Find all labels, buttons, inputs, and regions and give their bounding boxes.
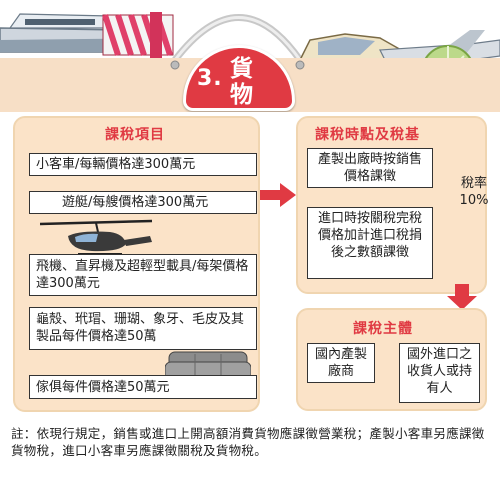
section-number: 3. bbox=[197, 66, 223, 91]
taxpayer-heading: 課稅主體 bbox=[353, 321, 413, 337]
tax-timing-heading: 課稅時點及稅基 bbox=[315, 127, 420, 143]
tax-items-panel: 課稅項目 小客車/每輛價格達300萬元 遊艇/每艘價格達300萬元 飛機、直昇機… bbox=[13, 116, 260, 412]
domestic-timing-box: 產製出廠時按銷售價格課徵 bbox=[307, 148, 433, 188]
arrow-right-icon bbox=[260, 183, 296, 207]
item-aircraft: 飛機、直昇機及超輕型載具/每架價格達300萬元 bbox=[29, 254, 257, 296]
arrow-down-icon bbox=[447, 284, 477, 310]
import-timing-box: 進口時按關稅完稅價格加計進口稅捐後之數額課徵 bbox=[307, 207, 433, 279]
section-title: 貨物 bbox=[230, 56, 253, 108]
luxury-goods-illustration bbox=[0, 12, 500, 112]
tax-rate: 稅率 10% bbox=[458, 175, 490, 209]
tax-timing-panel: 課稅時點及稅基 產製出廠時按銷售價格課徵 進口時按關稅完稅價格加計進口稅捐後之數… bbox=[296, 116, 490, 294]
footnote: 註：依現行規定，銷售或進口上開高額消費貨物應課徵營業稅；產製小客車另應課徵貨物稅… bbox=[11, 426, 485, 458]
gift-box-icon bbox=[102, 12, 174, 58]
item-yacht: 遊艇/每艘價格達300萬元 bbox=[29, 191, 257, 214]
tax-rate-value: 10% bbox=[459, 193, 489, 208]
tax-rate-label: 稅率 bbox=[460, 176, 487, 191]
item-furniture: 傢俱每件價格達50萬元 bbox=[29, 375, 257, 399]
item-luxury-materials: 龜殼、玳瑁、珊瑚、象牙、毛皮及其製品每件價格達50萬 bbox=[29, 307, 257, 350]
taxpayer-panel: 課稅主體 國內產製廠商 國外進口之收貨人或持有人 bbox=[296, 308, 487, 411]
illustration-banner: 3. 貨物 bbox=[0, 0, 500, 112]
tax-items-heading: 課稅項目 bbox=[105, 127, 165, 143]
domestic-manufacturer-box: 國內產製廠商 bbox=[307, 343, 375, 383]
helicopter-icon bbox=[40, 219, 153, 255]
foreign-importer-box: 國外進口之收貨人或持有人 bbox=[399, 343, 480, 403]
item-car: 小客車/每輛價格達300萬元 bbox=[29, 153, 257, 176]
